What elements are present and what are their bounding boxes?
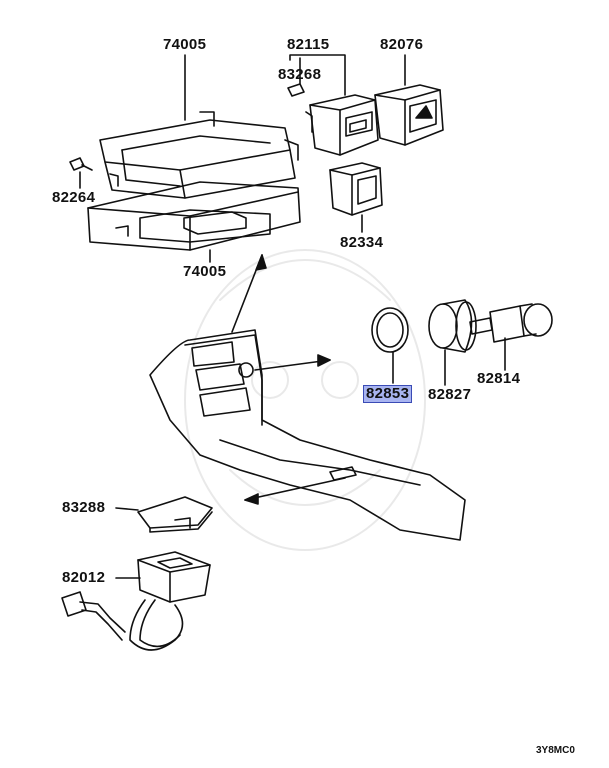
part-label: 82814 [477, 370, 521, 387]
hazard-switch-82076-icon [374, 84, 444, 146]
ring-82853-icon [371, 307, 409, 353]
part-label: 74005 [183, 263, 227, 280]
part-label: 74005 [163, 36, 207, 53]
switch-82334-icon [329, 162, 383, 216]
part-label: 82115 [287, 36, 330, 53]
part-label: 82334 [340, 234, 384, 251]
lighter-housing-82827-icon [428, 299, 477, 353]
upper-pocket-74005-icon [99, 111, 299, 199]
center-console-icon [149, 329, 466, 541]
lower-tray-74005-icon [87, 181, 301, 251]
switch-82115-icon [305, 94, 379, 156]
part-label: 82264 [52, 189, 96, 206]
highlighted-part-label[interactable]: 82853 [363, 385, 413, 403]
leader-line [115, 507, 139, 511]
part-label: 82076 [380, 36, 424, 53]
arrow-icon [231, 254, 346, 505]
clip-83268-icon [287, 83, 305, 97]
leader-bracket [289, 54, 346, 96]
screw-82264-icon [69, 157, 93, 171]
part-label: 83268 [278, 66, 322, 83]
part-label: 82827 [428, 386, 472, 403]
part-label: 82012 [62, 569, 106, 586]
cover-83288-icon [137, 496, 213, 533]
cigarette-lighter-82814-icon [469, 303, 553, 343]
part-label: 83288 [62, 499, 106, 516]
diagram-code: 3Y8MC0 [536, 745, 575, 756]
watermark-icon [184, 249, 426, 551]
socket-82012-icon [61, 551, 211, 651]
